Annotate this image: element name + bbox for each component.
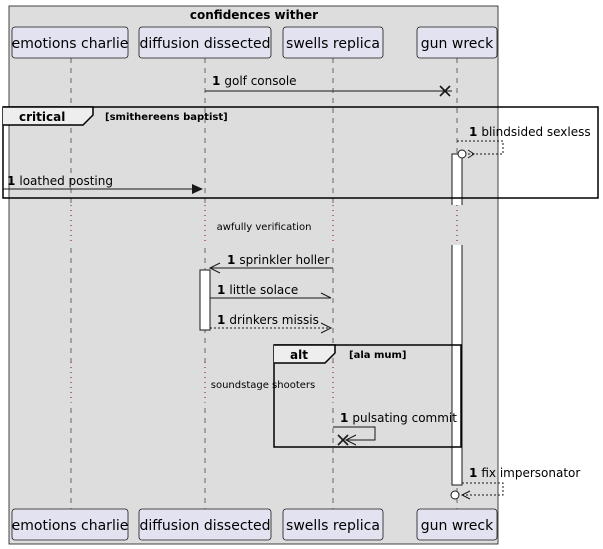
box-title: confidences wither: [190, 8, 318, 22]
participant-foot[interactable]: [416, 508, 498, 541]
fragment-critical: critical [smithereens baptist]: [2, 106, 599, 199]
participant-label: diffusion dissected: [139, 518, 270, 534]
message-number: 1: [217, 283, 225, 297]
activations: [199, 153, 463, 486]
message-label: blindsided sexless: [481, 125, 590, 139]
participant-label: swells replica: [286, 36, 380, 52]
participant-box: [8, 5, 499, 545]
participant-label: diffusion dissected: [139, 36, 270, 52]
participant-head[interactable]: [282, 26, 384, 59]
message: 1 pulsating commit: [333, 411, 457, 446]
message-label: drinkers missis: [229, 313, 319, 327]
message-label: little solace: [229, 283, 298, 297]
activation-gun-wreck: [451, 153, 463, 486]
fragment-alt: alt [ala mum]: [273, 344, 462, 448]
participant-head[interactable]: [138, 26, 272, 59]
participant-label: emotions charlie: [12, 36, 129, 52]
participants-top: emotions charlie diffusion dissected swe…: [11, 26, 498, 59]
destroy-icon: [337, 434, 349, 446]
fragment-keyword: alt: [290, 348, 308, 362]
activation-diffusion-dissected: [199, 269, 211, 331]
destroy-icon: [439, 85, 451, 97]
message-label: loathed posting: [19, 174, 113, 188]
message-number: 1: [227, 253, 235, 267]
message-number: 1: [469, 466, 477, 480]
participant-head[interactable]: [11, 26, 129, 59]
message: 1 sprinkler holler: [208, 253, 333, 274]
participant-label: swells replica: [286, 518, 380, 534]
participant-foot[interactable]: [282, 508, 384, 541]
message-label: pulsating commit: [352, 411, 457, 425]
message-label: golf console: [224, 74, 296, 88]
message: 1 drinkers missis: [210, 313, 333, 334]
participant-foot[interactable]: [11, 508, 129, 541]
message: 1 golf console: [205, 74, 452, 97]
delay-label: soundstage shooters: [211, 380, 315, 391]
message-number: 1: [469, 125, 477, 139]
participant-label: gun wreck: [421, 518, 494, 534]
participant-foot[interactable]: [138, 508, 272, 541]
fragment-guard: [smithereens baptist]: [105, 112, 228, 123]
participant-label: gun wreck: [421, 36, 494, 52]
fragment-keyword: critical: [19, 110, 65, 124]
message: 1 blindsided sexless: [457, 125, 591, 159]
message: 1 loathed posting: [3, 174, 203, 194]
participant-label: emotions charlie: [12, 518, 129, 534]
message-number: 1: [7, 174, 15, 188]
fragment-guard: [ala mum]: [349, 350, 407, 361]
participants-bottom: emotions charlie diffusion dissected swe…: [11, 508, 498, 541]
message-label: sprinkler holler: [239, 253, 329, 267]
message-number: 1: [212, 74, 220, 88]
message-number: 1: [217, 313, 225, 327]
message: 1 fix impersonator: [450, 466, 580, 500]
message-label: fix impersonator: [481, 466, 580, 480]
message-number: 1: [340, 411, 348, 425]
delay-label: awfully verification: [217, 222, 312, 233]
message: 1 little solace: [210, 283, 332, 299]
participant-head[interactable]: [416, 26, 498, 59]
